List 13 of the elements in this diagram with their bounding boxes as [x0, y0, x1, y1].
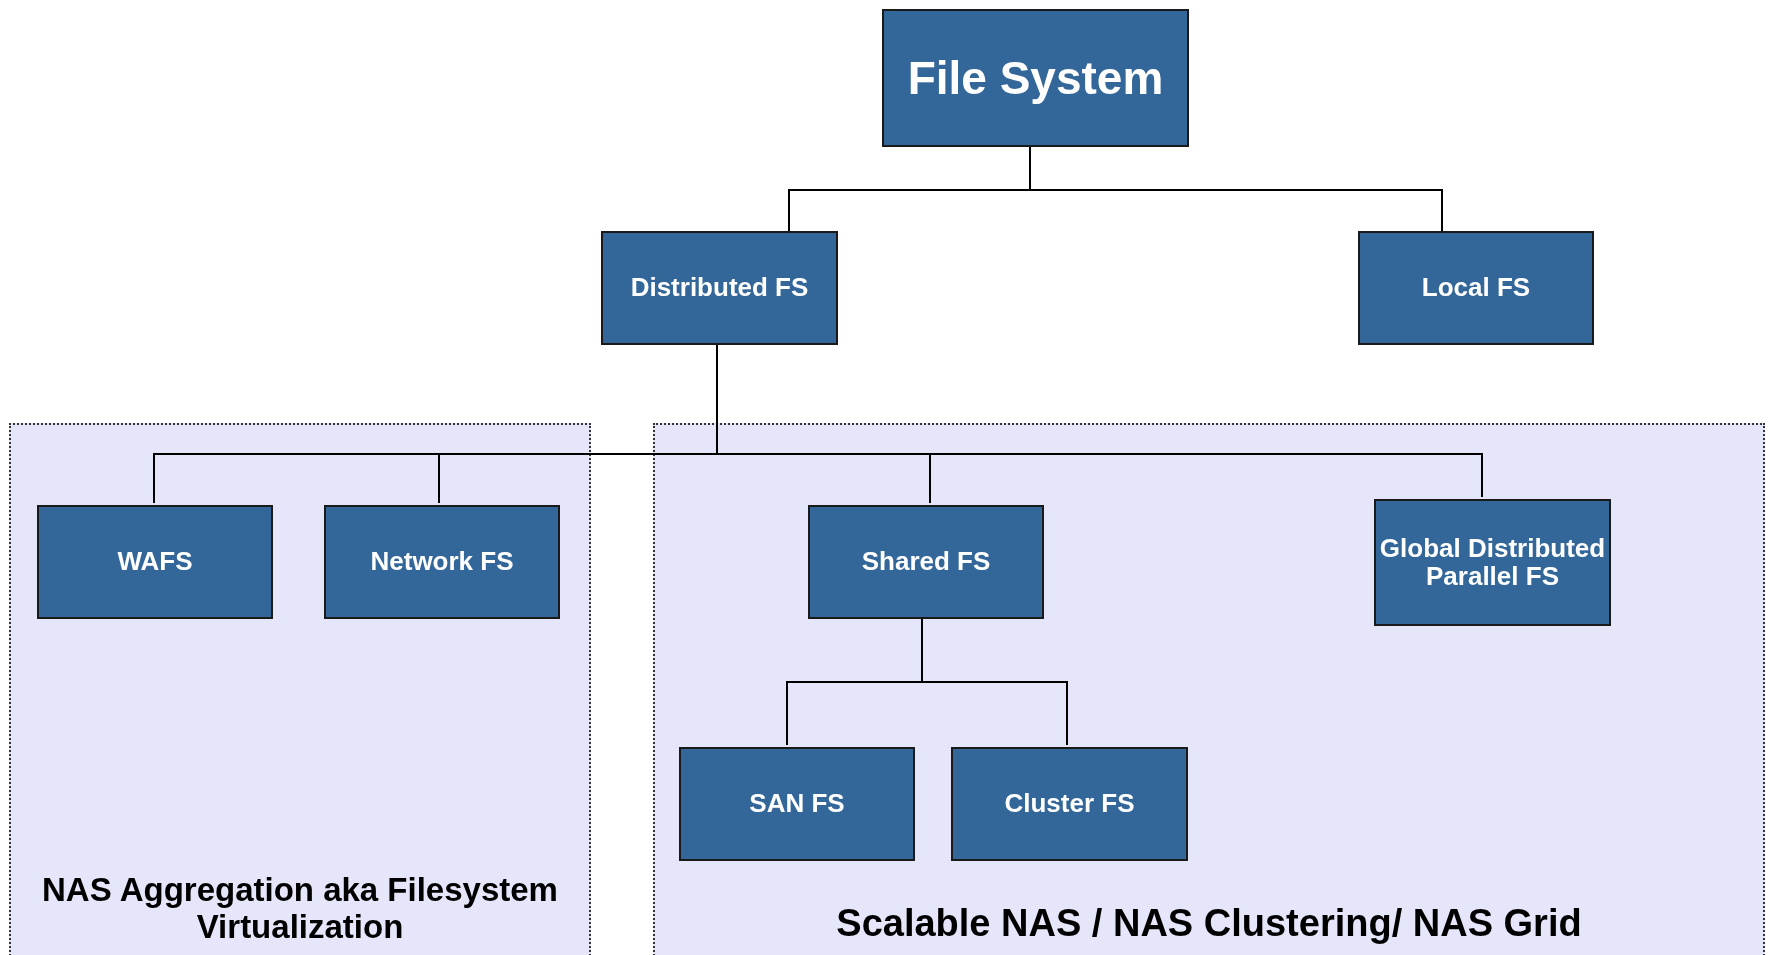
region-label: NAS Aggregation aka Filesystem Virtualization	[41, 872, 559, 945]
process-box: File System	[882, 9, 1189, 147]
process-box: Local FS	[1358, 231, 1594, 345]
dashed-region	[653, 423, 1765, 955]
process-box: Network FS	[324, 505, 560, 619]
process-box: Distributed FS	[601, 231, 838, 345]
process-box: Cluster FS	[951, 747, 1188, 861]
process-box: WAFS	[37, 505, 273, 619]
region-label: Scalable NAS / NAS Clustering/ NAS Grid	[835, 903, 1583, 945]
process-box: SAN FS	[679, 747, 915, 861]
process-box: Global Distributed Parallel FS	[1374, 499, 1611, 626]
dashed-region	[9, 423, 591, 955]
process-box: Shared FS	[808, 505, 1044, 619]
